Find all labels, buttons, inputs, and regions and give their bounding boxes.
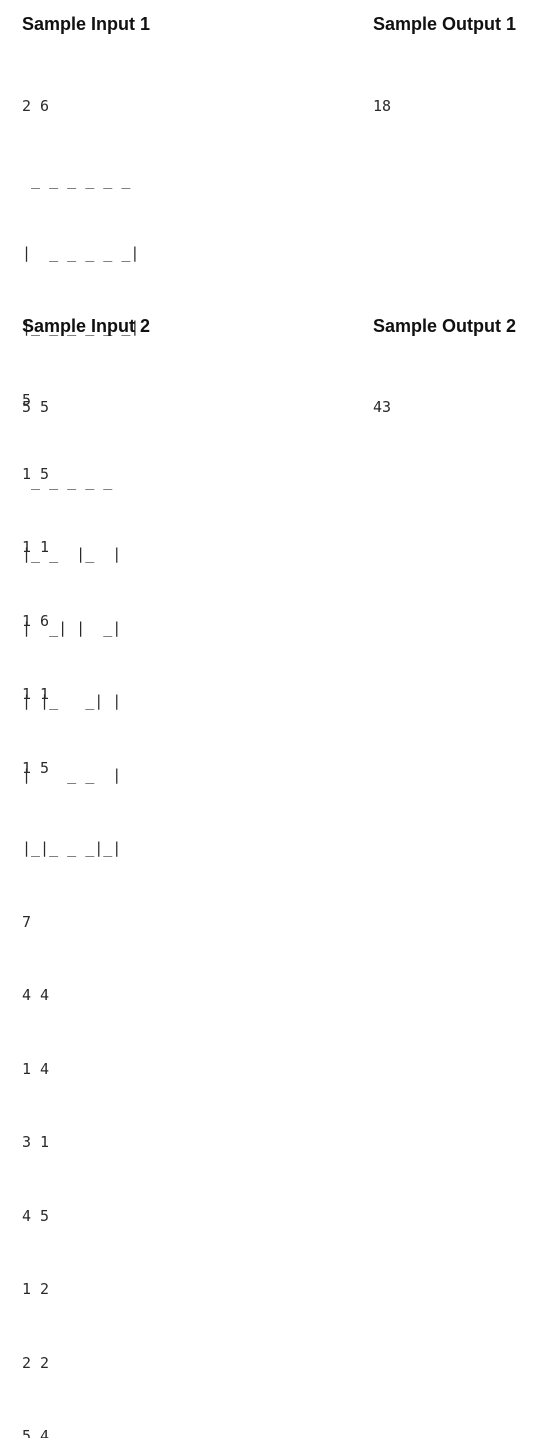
input-line: 1 4 — [22, 1059, 50, 1078]
input-line: 4 4 — [22, 986, 50, 1004]
maze-line: | _| | _| — [22, 618, 122, 637]
input-line: 1 2 — [22, 1280, 50, 1298]
input-line: 1 5 — [22, 464, 50, 483]
sample-output-2-heading: Sample Output 2 — [373, 316, 517, 336]
input-line: 5 5 — [22, 398, 50, 416]
input-line: 2 6 — [22, 97, 50, 115]
input-line: 1 1 — [22, 685, 50, 703]
input-line: 5 — [22, 391, 32, 409]
sample-input-1-heading: Sample Input 1 — [22, 14, 151, 34]
maze-line: _ _ _ _ _ — [22, 471, 113, 490]
maze-line: |_|_ _ _|_| — [22, 839, 122, 857]
input-line: 2 2 — [22, 1353, 50, 1372]
output-line: 43 — [373, 398, 392, 416]
maze-line: |_ _ |_ | — [22, 545, 122, 563]
maze-line: | _ _ | — [22, 765, 122, 784]
sample-output-1-heading: Sample Output 1 — [373, 14, 517, 34]
sample-output-2-block: 43 — [373, 346, 391, 444]
output-line: 18 — [373, 97, 392, 115]
input-line: 1 1 — [22, 538, 50, 556]
sample-input-2-block: 5 5 _ _ _ _ _ |_ _ |_ | | _| | _| | |_ _… — [22, 346, 121, 1438]
sample-input-2-heading: Sample Input 2 — [22, 316, 151, 336]
input-line: 3 1 — [22, 1133, 50, 1151]
sample-output-1-block: 18 — [373, 45, 391, 143]
maze-line: | |_ _| | — [22, 692, 122, 710]
maze-line: |_ _ _ _ _ _| — [22, 317, 140, 336]
input-line: 1 6 — [22, 611, 50, 630]
input-line: 4 5 — [22, 1206, 50, 1225]
input-line: 5 4 — [22, 1427, 50, 1438]
maze-line: _ _ _ _ _ _ — [22, 170, 131, 189]
maze-line: | _ _ _ _ _| — [22, 244, 140, 262]
input-line: 7 — [22, 912, 32, 931]
